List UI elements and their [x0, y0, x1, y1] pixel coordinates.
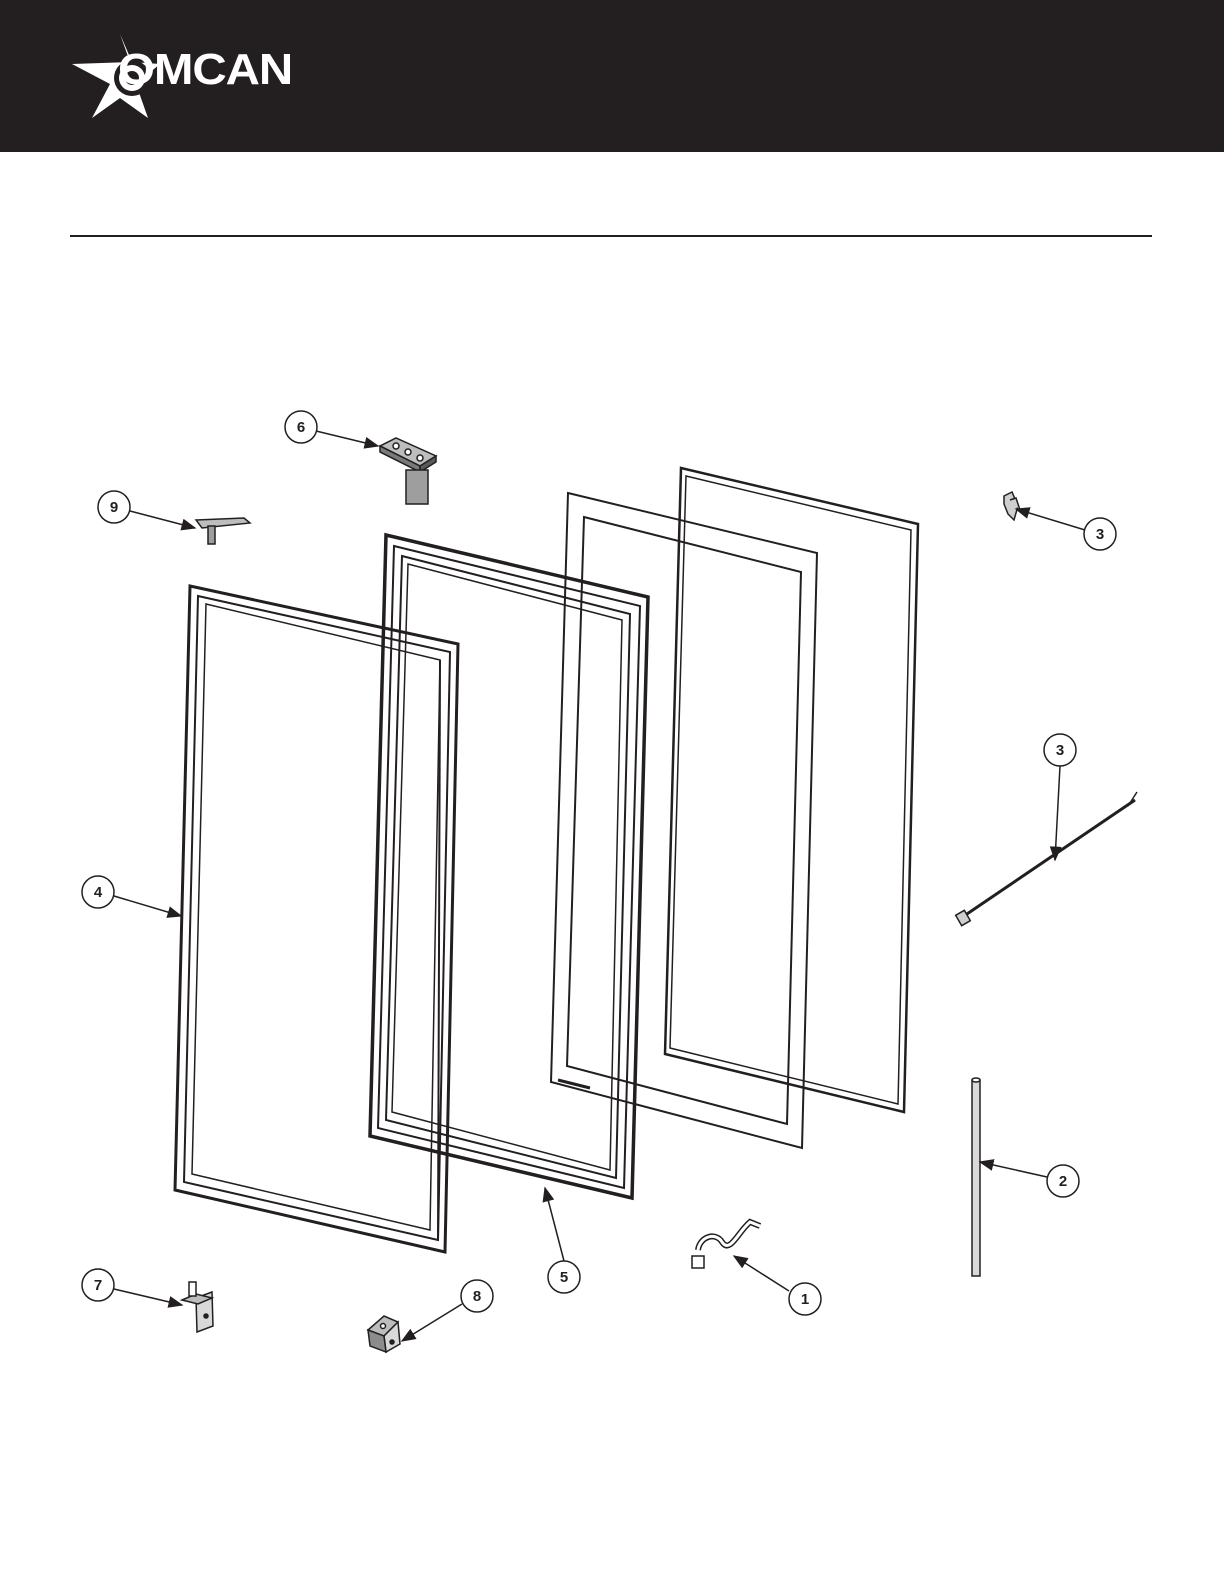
callout-9: 9 — [98, 491, 130, 523]
svg-text:3: 3 — [1056, 742, 1064, 759]
wire-harness-part — [692, 1222, 760, 1268]
svg-text:8: 8 — [473, 1288, 481, 1305]
svg-text:3: 3 — [1096, 526, 1104, 543]
bottom-hinge-part — [182, 1282, 213, 1332]
callout-3-right: 3 — [1044, 734, 1076, 766]
svg-text:5: 5 — [560, 1269, 568, 1286]
callout-6: 6 — [285, 411, 317, 443]
door-rod-part — [972, 1078, 980, 1276]
callout-2: 2 — [1047, 1165, 1079, 1197]
svg-text:9: 9 — [110, 499, 118, 516]
top-hinge-part — [380, 438, 436, 504]
callout-8: 8 — [461, 1280, 493, 1312]
door-frame-part — [175, 586, 458, 1252]
svg-text:2: 2 — [1059, 1173, 1067, 1190]
callout-5: 5 — [548, 1261, 580, 1293]
heater-wire-part — [956, 792, 1137, 926]
pin-bracket-part — [196, 518, 250, 544]
callout-1: 1 — [789, 1283, 821, 1315]
leader-lines — [114, 431, 1085, 1341]
callout-7: 7 — [82, 1269, 114, 1301]
svg-text:4: 4 — [94, 884, 103, 901]
svg-text:1: 1 — [801, 1291, 809, 1308]
svg-text:6: 6 — [297, 419, 305, 436]
callout-3-top: 3 — [1084, 518, 1116, 550]
cable-clip-part — [1004, 492, 1020, 520]
svg-text:7: 7 — [94, 1277, 102, 1294]
glass-panel-rear — [665, 468, 918, 1112]
callout-4: 4 — [82, 876, 114, 908]
glass-panel-inner — [551, 493, 817, 1148]
hinge-bracket-part — [368, 1316, 400, 1352]
